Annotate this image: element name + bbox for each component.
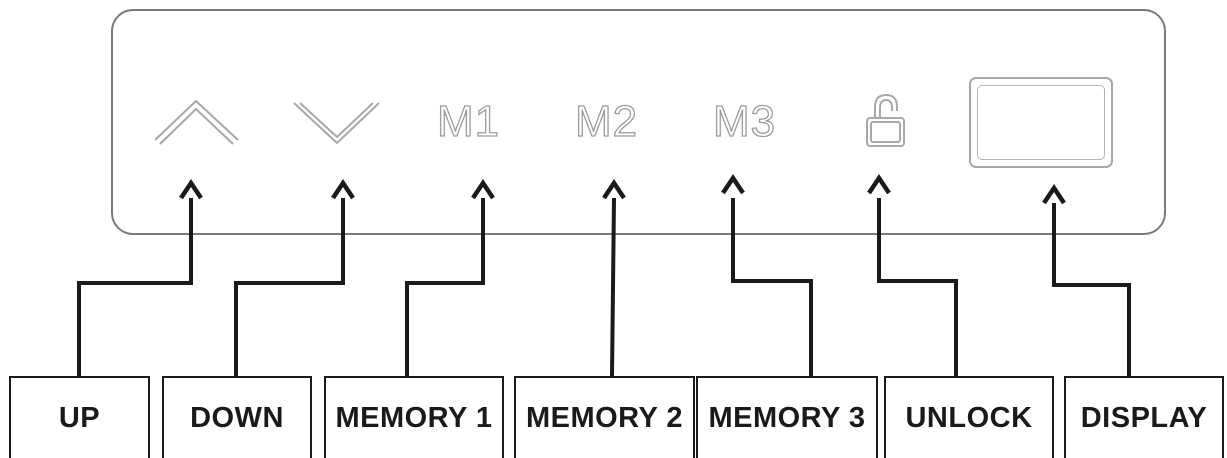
arrowhead-memory-3 <box>721 173 745 195</box>
up-chevron-icon[interactable] <box>154 99 239 145</box>
connector-memory-1 <box>405 198 485 376</box>
connector-up <box>77 198 193 376</box>
arrowhead-memory-2 <box>602 178 626 200</box>
down-chevron-icon[interactable] <box>293 102 380 145</box>
label-box-memory-3: MEMORY 3 <box>696 376 878 458</box>
label-box-down: DOWN <box>162 376 312 458</box>
label-box-unlock: UNLOCK <box>884 376 1054 458</box>
connector-lines <box>77 197 1131 377</box>
unlock-icon[interactable] <box>866 93 905 147</box>
label-memory-1: MEMORY 1 <box>335 401 493 434</box>
connector-display <box>1052 203 1131 376</box>
label-box-memory-2: MEMORY 2 <box>514 376 695 458</box>
connector-memory-2 <box>610 197 616 377</box>
label-box-memory-1: MEMORY 1 <box>324 376 504 458</box>
connector-memory-3 <box>731 198 813 376</box>
memory-3-key[interactable]: M3 <box>712 97 777 146</box>
label-box-up: UP <box>9 376 150 458</box>
label-memory-2: MEMORY 2 <box>525 401 684 434</box>
label-down: DOWN <box>190 401 284 434</box>
label-up: UP <box>58 401 101 434</box>
arrowhead-down <box>331 178 355 200</box>
label-memory-3: MEMORY 3 <box>708 401 866 434</box>
label-unlock: UNLOCK <box>905 401 1033 434</box>
arrowhead-memory-1 <box>471 178 495 200</box>
display-window <box>969 77 1113 168</box>
memory-1-key[interactable]: M1 <box>436 97 501 146</box>
connector-down <box>234 198 345 376</box>
arrowhead-display <box>1042 183 1066 205</box>
arrowheads <box>179 173 1066 205</box>
label-box-display: DISPLAY <box>1064 376 1224 458</box>
arrowhead-up <box>179 178 203 200</box>
memory-2-key[interactable]: M2 <box>574 97 639 146</box>
control-panel <box>111 9 1166 235</box>
arrowhead-unlock <box>867 173 891 195</box>
label-display: DISPLAY <box>1080 401 1208 434</box>
connector-unlock <box>877 198 958 376</box>
